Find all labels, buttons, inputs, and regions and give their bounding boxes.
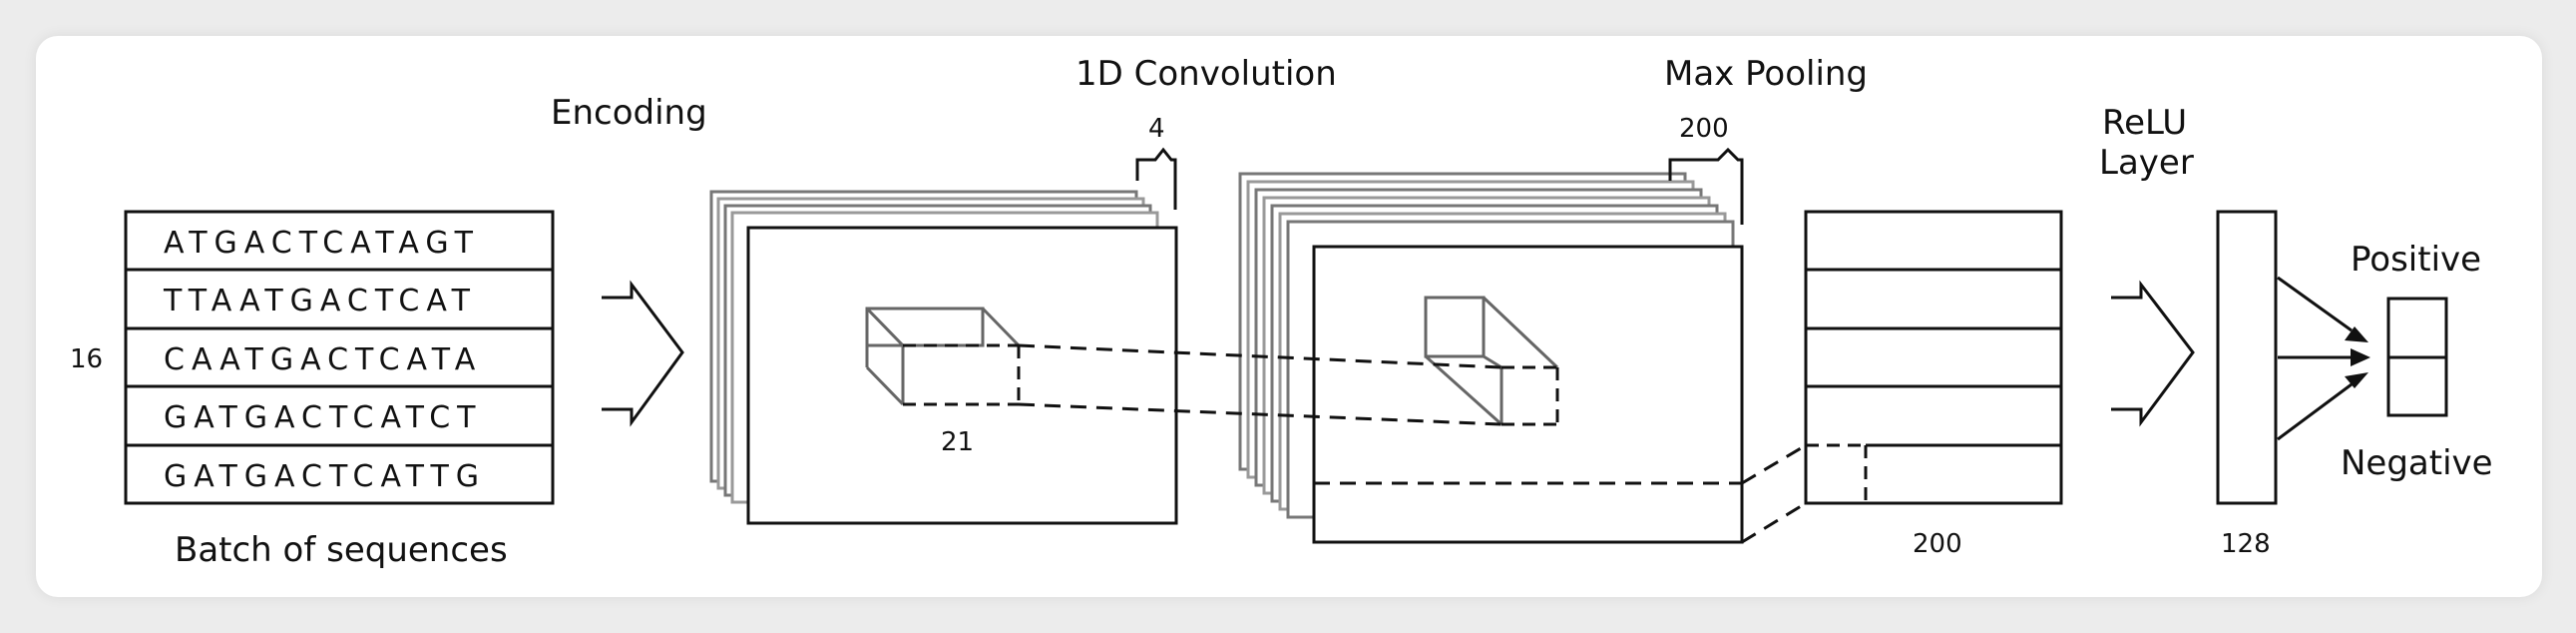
kernel-length-label: 21 (941, 427, 974, 457)
conv-label: 1D Convolution (1075, 54, 1337, 94)
sequence-row: ATGACTCATAGT (164, 226, 480, 261)
dense-size-label: 128 (2221, 529, 2271, 559)
pool-label: Max Pooling (1664, 54, 1868, 94)
encoding-arrow (602, 280, 684, 427)
output-arrows (2277, 276, 2355, 441)
layer-label: Layer (2099, 143, 2194, 183)
relu-label: ReLU (2102, 103, 2187, 143)
dense-layer (2216, 210, 2278, 505)
batch-label: Batch of sequences (175, 530, 508, 570)
arrow-heads (2345, 326, 2370, 388)
filter-width-label: 4 (1148, 114, 1165, 144)
pooled-output (1804, 210, 2063, 505)
conv-feature-box (1424, 296, 1559, 426)
filter-width-bracket (1135, 147, 1177, 210)
batch-size-label: 16 (70, 344, 103, 374)
negative-label: Negative (2341, 443, 2493, 483)
sequence-row: GATGACTCATCT (164, 400, 483, 435)
conv-layers (1238, 172, 1744, 544)
sequence-row: CAATGACTCATA (164, 342, 482, 377)
pool-width-label: 200 (1679, 114, 1729, 144)
sequence-row: GATGACTCATTG (164, 459, 486, 494)
relu-arrow (2111, 280, 2195, 427)
pooling-band (1312, 443, 1807, 544)
sequence-row: TTAATGACTCAT (163, 284, 477, 318)
encoded-layers (709, 190, 1178, 525)
encoding-label: Encoding (551, 93, 707, 133)
pool-width-bracket (1668, 147, 1744, 225)
output-box (2386, 297, 2448, 417)
positive-label: Positive (2351, 240, 2481, 280)
pooled-size-label: 200 (1913, 529, 1962, 559)
sequence-table (124, 210, 555, 505)
projection-lines-conv (1018, 343, 1503, 426)
